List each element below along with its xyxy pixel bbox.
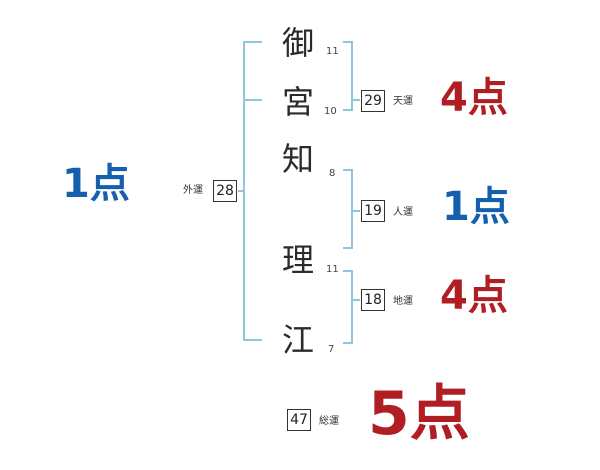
jinkaku-bracket — [343, 169, 353, 249]
jinkaku-label: 人運 — [393, 207, 413, 218]
tenkaku-bracket — [343, 41, 353, 111]
name-char-3: 知 — [282, 140, 315, 178]
stroke-count-3: 8 — [329, 168, 336, 179]
name-char-4: 理 — [282, 241, 315, 279]
tenkaku-score: 4点 — [440, 75, 508, 121]
chikaku-value-box: 18 — [361, 289, 385, 311]
stroke-count-4: 11 — [326, 264, 339, 275]
name-char-2: 宮 — [282, 83, 315, 121]
gaikaku-label: 外運 — [183, 185, 203, 196]
name-char-5: 江 — [282, 321, 315, 359]
soukaku-label: 総運 — [319, 416, 339, 427]
name-char-1: 御 — [282, 24, 315, 62]
jinkaku-score: 1点 — [442, 184, 510, 230]
gaikaku-bracket — [243, 41, 262, 341]
tenkaku-label: 天運 — [393, 96, 413, 107]
chikaku-bracket — [343, 270, 353, 344]
stroke-count-2: 10 — [324, 106, 337, 117]
gaikaku-value-box: 28 — [213, 180, 237, 202]
chikaku-label: 地運 — [393, 296, 413, 307]
jinkaku-value-box: 19 — [361, 200, 385, 222]
gaikaku-score: 1点 — [62, 161, 130, 207]
stroke-count-5: 7 — [328, 344, 335, 355]
soukaku-value-box: 47 — [287, 409, 311, 431]
chikaku-score: 4点 — [440, 273, 508, 319]
tenkaku-value-box: 29 — [361, 90, 385, 112]
soukaku-score: 5点 — [368, 379, 470, 449]
stroke-count-1: 11 — [326, 46, 339, 57]
